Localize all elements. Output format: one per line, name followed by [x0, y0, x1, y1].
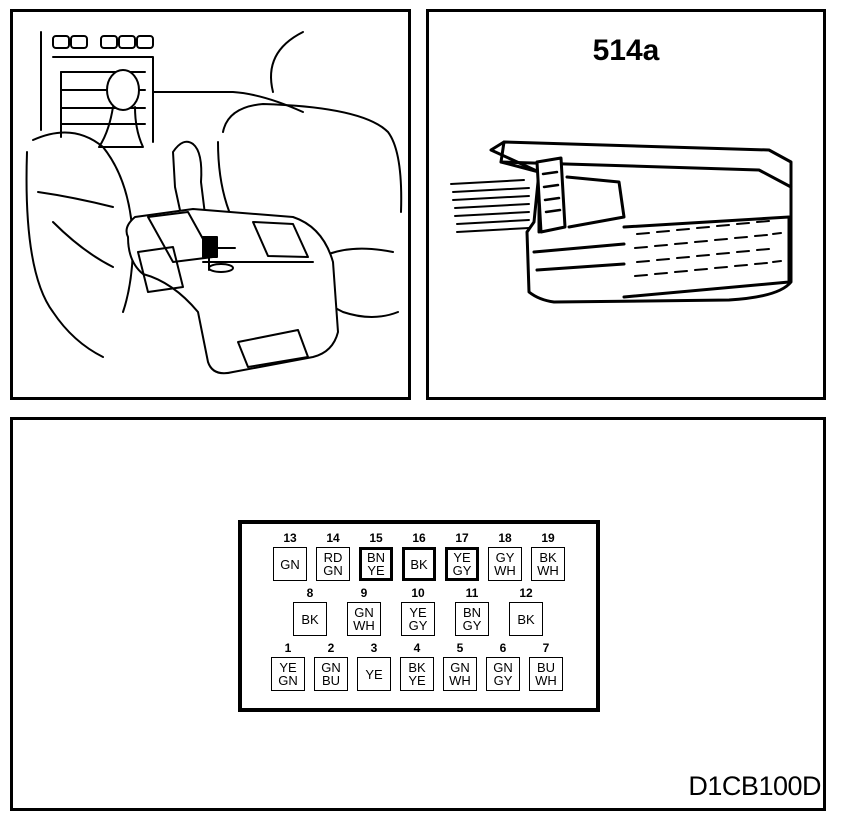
wire-color-code: GY [495, 550, 515, 565]
wire-color-code: YE [453, 550, 471, 565]
wire-color-code: WH [494, 563, 516, 578]
pin-number: 4 [413, 641, 421, 655]
wire-color-code: GN [450, 660, 470, 675]
pin-number: 11 [465, 586, 479, 600]
pin-number: 13 [283, 531, 297, 545]
wire-color-code: BK [408, 660, 426, 675]
wire-color-code: BK [301, 611, 319, 627]
wire-color-code: GN [323, 563, 343, 578]
wire-color-code: GN [280, 556, 300, 572]
pin-wire-color-cell: GN [273, 547, 307, 581]
drawing-code: D1CB100D [688, 771, 821, 801]
location-illustration-panel [10, 9, 411, 400]
connector-illustration-panel: 514a [426, 9, 826, 400]
pin-number: 10 [411, 586, 425, 600]
wire-color-code: BN [366, 550, 386, 565]
pin-number: 6 [499, 641, 507, 655]
wire-color-code: BK [539, 550, 557, 565]
wire-color-code: WH [535, 673, 557, 688]
wire-color-code: GY [493, 673, 513, 688]
wire-color-code: YE [408, 673, 426, 688]
wire-color-code: GY [462, 618, 482, 633]
wire-color-code: BU [321, 673, 341, 688]
wire-color-code: BN [462, 605, 482, 620]
wire-color-code: GY [452, 563, 472, 578]
pin-wire-color-cell: YE [357, 657, 391, 691]
wire-color-code: YE [365, 666, 383, 682]
pin-number: 3 [370, 641, 378, 655]
wire-color-code: YE [367, 563, 385, 578]
pin-number: 18 [498, 531, 512, 545]
pin-number: 12 [519, 586, 533, 600]
connector-housing-illustration [450, 140, 793, 304]
pin-number: 5 [456, 641, 464, 655]
pin-wire-color-cell: BK [402, 547, 436, 581]
wire-color-code: GN [321, 660, 341, 675]
wire-color-code: GY [408, 618, 428, 633]
wire-color-code: WH [353, 618, 375, 633]
pin-number: 2 [327, 641, 335, 655]
wire-color-code: YE [409, 605, 427, 620]
pin-wire-color-cell: BK [509, 602, 543, 636]
pin-number: 9 [360, 586, 368, 600]
center-console-illustration [25, 31, 403, 375]
connector-id-label: 514a [592, 34, 660, 67]
wire-color-code: RD [323, 550, 343, 565]
pin-number: 8 [306, 586, 314, 600]
pin-number: 15 [369, 531, 383, 545]
pin-number: 19 [541, 531, 555, 545]
wire-color-code: GN [354, 605, 374, 620]
pin-number: 7 [542, 641, 550, 655]
wire-color-code: BK [410, 556, 428, 572]
wire-color-code: WH [537, 563, 559, 578]
wire-color-code: BK [517, 611, 535, 627]
pin-number: 17 [455, 531, 469, 545]
wire-color-code: WH [449, 673, 471, 688]
pin-number: 1 [284, 641, 292, 655]
wire-color-code: GN [278, 673, 298, 688]
pin-number: 16 [412, 531, 426, 545]
wire-color-code: GN [493, 660, 513, 675]
pin-number: 14 [326, 531, 340, 545]
wire-color-code: BU [536, 660, 556, 675]
wire-color-code: YE [279, 660, 297, 675]
pin-wire-color-cell: BK [293, 602, 327, 636]
